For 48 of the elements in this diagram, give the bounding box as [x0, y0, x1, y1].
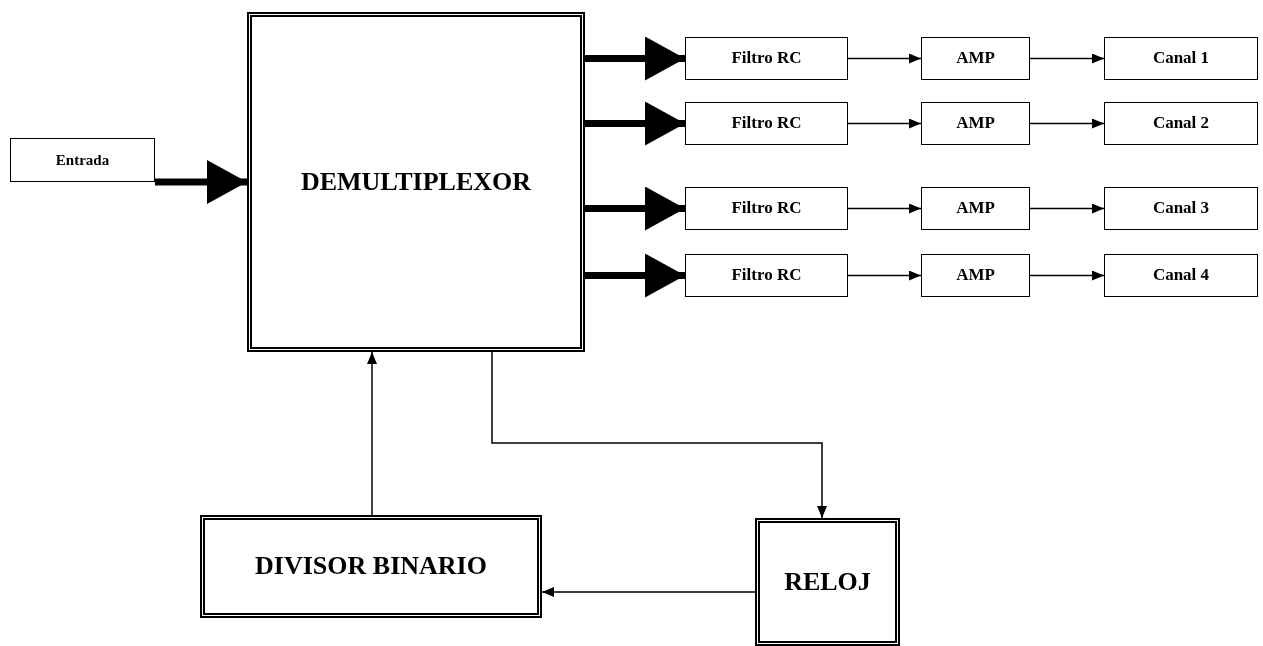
bus-arrow	[585, 186, 685, 231]
block-box	[1104, 102, 1258, 145]
block-label: Canal 4	[1152, 266, 1210, 285]
block-label: Canal 3	[1152, 199, 1210, 218]
block-box	[1104, 187, 1258, 230]
arrow	[1029, 53, 1105, 64]
block-label: DEMULTIPLEXOR	[300, 167, 532, 197]
block-box	[1104, 254, 1258, 297]
bus-arrow	[155, 160, 247, 204]
block-box	[10, 138, 155, 182]
arrow	[1029, 203, 1105, 214]
block-box	[1104, 37, 1258, 80]
block-label: Filtro RC	[731, 199, 802, 218]
block-label: Canal 2	[1152, 114, 1210, 133]
arrow	[367, 351, 377, 516]
block-box	[921, 187, 1030, 230]
block-box	[755, 518, 900, 646]
block-label: Canal 1	[1152, 49, 1210, 68]
block-label: Entrada	[55, 151, 110, 169]
arrow	[1029, 270, 1105, 281]
arrow	[1029, 118, 1105, 129]
bus-arrow	[585, 253, 685, 298]
block-label: AMP	[956, 114, 995, 133]
block-label: AMP	[956, 199, 995, 218]
bus-arrow	[585, 101, 685, 146]
block-box	[685, 254, 848, 297]
block-label: Filtro RC	[731, 114, 802, 133]
block-box	[921, 37, 1030, 80]
arrow	[847, 203, 922, 214]
block-box	[685, 37, 848, 80]
arrow	[541, 587, 756, 597]
block-box	[200, 515, 542, 618]
block-box	[685, 102, 848, 145]
block-box	[247, 12, 585, 352]
block-label: AMP	[956, 49, 995, 68]
arrow	[847, 118, 922, 129]
block-box	[921, 102, 1030, 145]
block-label: Filtro RC	[731, 266, 802, 285]
block-box	[921, 254, 1030, 297]
arrow	[491, 351, 827, 519]
block-label: RELOJ	[784, 567, 871, 597]
arrow	[847, 270, 922, 281]
block-label: DIVISOR BINARIO	[255, 552, 487, 581]
bus-arrow	[585, 36, 685, 81]
block-label: AMP	[956, 266, 995, 285]
block-box	[685, 187, 848, 230]
arrow	[847, 53, 922, 64]
block-label: Filtro RC	[731, 49, 802, 68]
